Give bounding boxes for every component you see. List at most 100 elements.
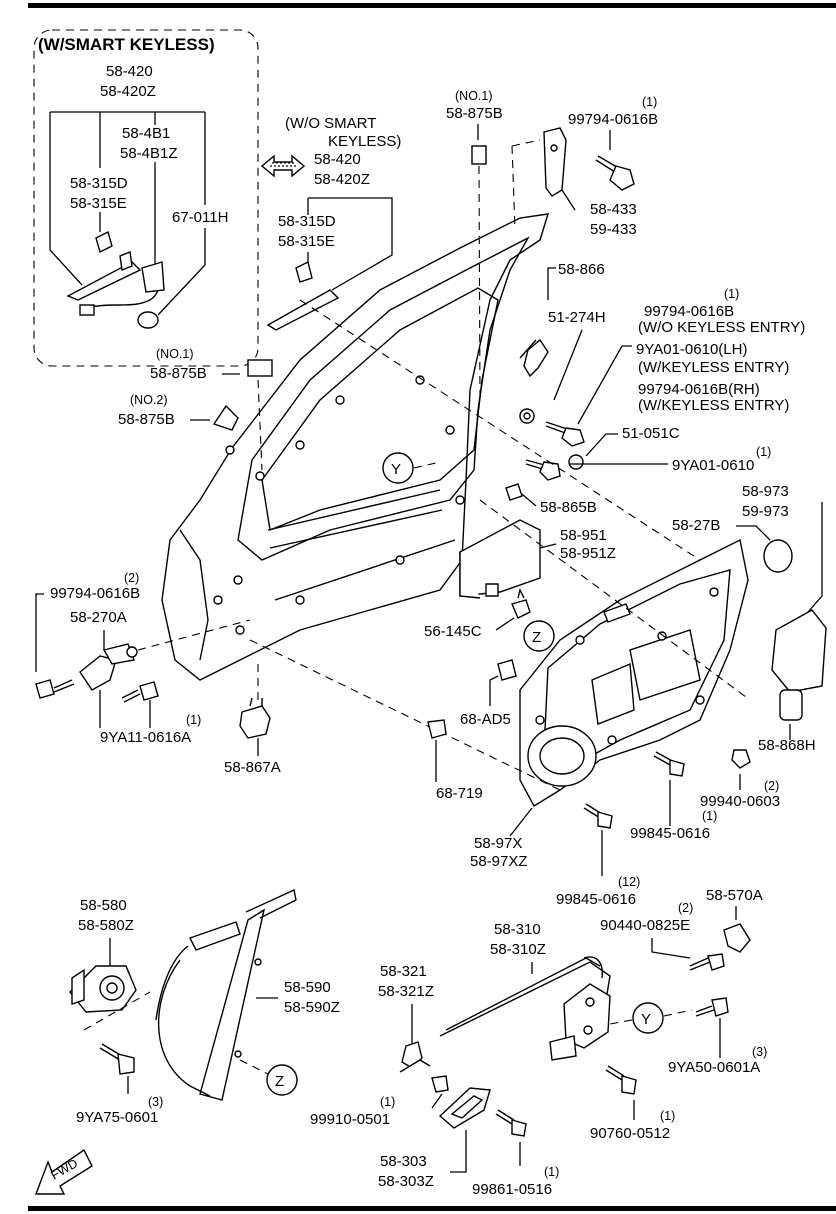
label-90440-0825E: 90440-0825E xyxy=(600,917,690,934)
weatherstrip-clip-mid-part xyxy=(247,359,273,377)
label-58-420Z-wo: 58-420Z xyxy=(314,171,370,188)
label-58-321: 58-321 xyxy=(380,963,427,980)
smart-door-handle-part xyxy=(66,230,142,301)
label-58-875B-low: 58-875B xyxy=(118,411,175,428)
label-90760-0512: 90760-0512 xyxy=(590,1125,670,1142)
nut-51-051C-part xyxy=(568,454,584,470)
smart-keyless-title: (W/SMART KEYLESS) xyxy=(38,35,215,54)
label-58-973: 58-973 xyxy=(742,483,789,500)
qty-bolt-left: (2) xyxy=(124,571,139,585)
clip-99910-part xyxy=(431,1075,449,1093)
leader-56-145C xyxy=(495,617,515,631)
leader-99910 xyxy=(431,1093,443,1109)
clip-58-570A-part xyxy=(723,923,751,953)
label-w-keyless-entry-2: (W/KEYLESS ENTRY) xyxy=(638,397,789,414)
bolt-top-part xyxy=(595,155,635,191)
wo-smart-keyless-arrow-icon xyxy=(260,154,306,178)
top-border-rule xyxy=(28,3,836,8)
label-58-4B1Z: 58-4B1Z xyxy=(120,145,178,162)
label-58-27B: 58-27B xyxy=(672,517,720,534)
label-58-433: 58-433 xyxy=(590,201,637,218)
clip-68-AD5-part xyxy=(497,659,517,681)
label-67-011H: 67-011H xyxy=(172,209,228,226)
ref-z-mid-text: Z xyxy=(532,629,541,646)
leader-58-27B xyxy=(736,525,771,541)
label-58-315E-smart: 58-315E xyxy=(70,195,127,212)
wo-smart-door-handle-part xyxy=(266,260,340,331)
label-58-865B: 58-865B xyxy=(540,499,597,516)
label-58-590Z: 58-590Z xyxy=(284,999,340,1016)
leader-58-303 xyxy=(450,1130,467,1173)
label-no1-mid: (NO.1) xyxy=(156,347,194,361)
sash-garnish-part xyxy=(543,127,567,197)
dashed-guide-trim-c xyxy=(299,299,701,561)
label-58-303: 58-303 xyxy=(380,1153,427,1170)
label-58-590: 58-590 xyxy=(284,979,331,996)
weatherstrip-clip-low-part xyxy=(212,404,239,431)
leader-58-973 xyxy=(807,502,823,613)
label-99910-0501: 99910-0501 xyxy=(310,1111,390,1128)
bolt-left-part xyxy=(35,679,75,699)
bolt-9YA75-part xyxy=(99,1043,135,1075)
plug-58-27B-part xyxy=(763,539,793,573)
door-check-part xyxy=(519,338,549,378)
label-58-420-wo: 58-420 xyxy=(314,151,361,168)
label-w-keyless-entry-1: (W/KEYLESS ENTRY) xyxy=(638,359,789,376)
leader-bolt-lh xyxy=(577,345,632,425)
label-58-310: 58-310 xyxy=(494,921,541,938)
label-99794-0616B-RH: 99794-0616B(RH) xyxy=(638,381,760,398)
label-59-433: 59-433 xyxy=(590,221,637,238)
bolt-keyless-part xyxy=(545,421,585,447)
label-58-97XZ: 58-97XZ xyxy=(470,853,528,870)
label-58-321Z: 58-321Z xyxy=(378,983,434,1000)
qty-screw12: (12) xyxy=(618,875,640,889)
clip-68-719-part xyxy=(427,719,447,739)
door-checker-bracket-part xyxy=(239,697,271,739)
dashed-guide-sash xyxy=(511,139,541,231)
door-hinge-part xyxy=(79,643,138,691)
label-58-580: 58-580 xyxy=(80,897,127,914)
ref-z-bottom-text: Z xyxy=(275,1073,284,1090)
clip-58-865B-part xyxy=(505,483,523,501)
qty-99910: (1) xyxy=(380,1095,395,1109)
ref-z-marker-bottom: Z xyxy=(239,1059,298,1096)
label-58-315E-wo: 58-315E xyxy=(278,233,335,250)
door-trim-panel-part xyxy=(519,538,749,807)
label-51-051C: 51-051C xyxy=(622,425,680,442)
label-58-270A: 58-270A xyxy=(70,609,127,626)
label-58-570A: 58-570A xyxy=(706,887,763,904)
label-59-973: 59-973 xyxy=(742,503,789,520)
screw-99845-12-part xyxy=(583,803,613,829)
smart-keyless-leader-lines xyxy=(49,111,206,316)
label-99794-0616B-wo: 99794-0616B xyxy=(644,303,734,320)
ref-y-marker-bottom: Y xyxy=(609,1002,693,1034)
leader-58-866 xyxy=(547,267,556,300)
label-9YA75-0601: 9YA75-0601 xyxy=(76,1109,158,1126)
qty-9YA50: (3) xyxy=(752,1045,767,1059)
dashed-guide-trim-a xyxy=(249,639,561,791)
qty-nut: (2) xyxy=(764,779,779,793)
window-regulator-part xyxy=(155,888,297,1101)
screw-90760-part xyxy=(605,1065,637,1095)
label-99845-0616-12: 99845-0616 xyxy=(556,891,636,908)
bolt-9YA50-part xyxy=(695,997,729,1017)
label-58-420Z: 58-420Z xyxy=(100,83,156,100)
label-99940-0603: 99940-0603 xyxy=(700,793,780,810)
label-58-951: 58-951 xyxy=(560,527,607,544)
forward-arrow-icon: FWD xyxy=(34,1148,93,1195)
leader-58-865B xyxy=(521,493,537,507)
sealing-screen-part xyxy=(459,519,541,599)
leader-51-274H xyxy=(553,329,583,401)
leader-9YA11 xyxy=(99,690,151,728)
qty-9YA11: (1) xyxy=(186,713,201,727)
label-9YA11-0616A: 9YA11-0616A xyxy=(100,729,191,746)
qty-90760: (1) xyxy=(660,1109,675,1123)
label-51-274H: 51-274H xyxy=(548,309,606,326)
qty-bolt-wo: (1) xyxy=(724,287,739,301)
qty-9YA75: (3) xyxy=(148,1095,163,1109)
nut-99940-part xyxy=(731,749,751,769)
label-56-145C: 56-145C xyxy=(424,623,482,640)
dashed-guide-875B-mid xyxy=(257,379,263,471)
door-latch-part xyxy=(549,983,611,1061)
bolt-9YA01-part xyxy=(525,459,561,481)
